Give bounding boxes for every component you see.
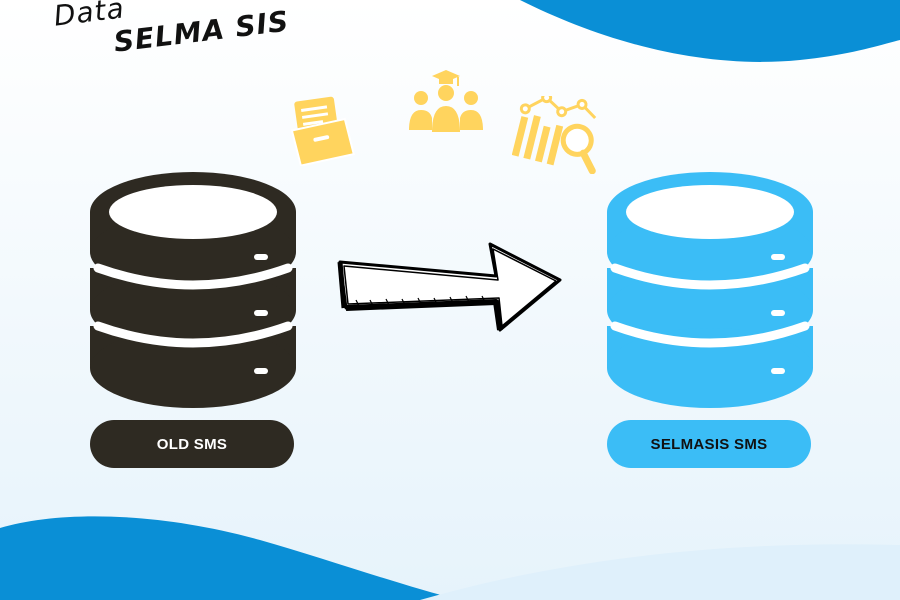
new-database-icon <box>607 172 813 408</box>
old-sms-label: OLD SMS <box>90 420 294 468</box>
file-folder-icon <box>290 96 356 166</box>
migration-arrow-icon <box>337 242 562 332</box>
bottom-light-wave <box>420 544 900 600</box>
bottom-wave <box>0 516 460 600</box>
data-analytics-icon <box>512 96 597 174</box>
old-sms-label-text: OLD SMS <box>156 435 228 453</box>
selmasis-sms-label-text: SELMASIS SMS <box>650 435 768 453</box>
students-graduation-icon <box>409 70 483 132</box>
top-right-wave <box>520 0 900 62</box>
selmasis-sms-label: SELMASIS SMS <box>607 420 811 468</box>
old-database-icon <box>90 172 296 408</box>
